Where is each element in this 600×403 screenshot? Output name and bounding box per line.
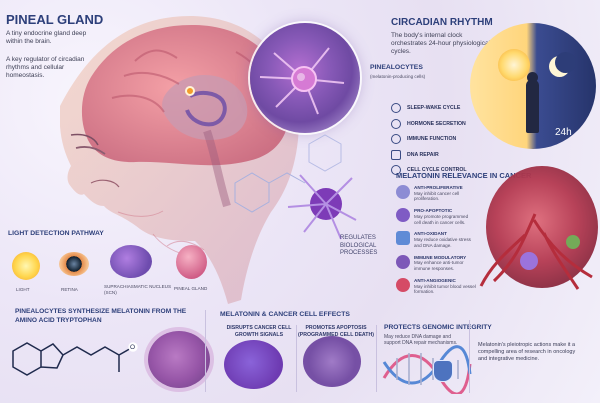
cycle-icon xyxy=(391,165,401,175)
moon-shadow xyxy=(555,52,576,73)
effect-apoptosis-label: PROMOTES APOPTOSIS (PROGRAMMED CELL DEAT… xyxy=(298,325,374,338)
circadian-item-dna: DNA REPAIR xyxy=(391,149,481,160)
hormone-icon xyxy=(391,118,401,129)
scn-step-label: SUPRACHIASMATIC NUCLEUS (SCN) xyxy=(104,284,172,295)
sun-icon xyxy=(498,49,530,81)
human-head-icon xyxy=(527,72,538,83)
green-cell-icon xyxy=(566,235,580,249)
relevance-title: MELATONIN RELEVANCE IN CANCER xyxy=(396,171,532,180)
circadian-clock: 24h xyxy=(470,23,596,149)
section-divider xyxy=(469,320,470,393)
genomic-title: PROTECTS GENOMIC INTEGRITY xyxy=(384,324,492,331)
synthesis-title: PINEALOCYTES SYNTHESIZE MELATONIN FROM T… xyxy=(15,308,187,324)
brain-icon xyxy=(110,245,152,278)
circadian-description: The body's internal clock orchestrates 2… xyxy=(391,32,490,56)
circadian-item-immune: IMMUNE FUNCTION xyxy=(391,134,481,144)
pineal-step-label: PINEAL GLAND xyxy=(174,286,208,291)
page-title: PINEAL GLAND xyxy=(6,12,104,27)
sun-icon xyxy=(12,252,40,280)
svg-text:O: O xyxy=(130,344,135,351)
shield-icon xyxy=(433,360,453,382)
retina-step-label: RETINA xyxy=(61,287,78,292)
eye-icon xyxy=(59,252,89,276)
apoptosis-icon xyxy=(396,208,410,223)
biology-network-illustration xyxy=(234,134,357,240)
intro-text: A tiny endocrine gland deep within the b… xyxy=(6,30,87,46)
effects-title: MELATONIN & CANCER CELL EFFECTS xyxy=(220,311,350,318)
neuron-network-icon xyxy=(259,47,345,115)
immune-icon xyxy=(391,134,401,144)
light-pathway-title: LIGHT DETECTION PATHWAY xyxy=(8,230,104,237)
dna-repair-icon xyxy=(391,149,401,160)
circadian-list: SLEEP-WAKE CYCLE HORMONE SECRETION IMMUN… xyxy=(391,103,481,181)
immune-cell-icon xyxy=(520,252,538,270)
sleep-icon xyxy=(391,103,401,113)
cancer-cell-icon xyxy=(224,340,283,389)
conclusion-text: Melatonin's pleiotropic actions make it … xyxy=(478,342,576,362)
blood-vessels-icon xyxy=(479,213,593,290)
effects-divider xyxy=(296,325,297,392)
effect-disrupt-label: DISRUPTS CANCER CELL GROWTH SIGNALS xyxy=(226,325,292,338)
pinealocytes-subtitle: (melatonin-producing cells) xyxy=(370,74,426,79)
section-divider xyxy=(205,310,206,392)
pinealocytes-title: PINEALOCYTES xyxy=(370,64,423,71)
effects-divider xyxy=(376,325,377,392)
dna-helix-icon xyxy=(382,345,472,394)
genomic-text: May reduce DNA damage and support DNA re… xyxy=(384,334,458,347)
light-step-label: LIGHT xyxy=(16,287,30,292)
pinealocyte-cell-icon xyxy=(148,331,210,388)
circadian-title: CIRCADIAN RHYTHM xyxy=(391,17,493,28)
circadian-item-sleep: SLEEP-WAKE CYCLE xyxy=(391,103,481,113)
apoptosis-cell-icon xyxy=(303,336,361,387)
vessel-icon xyxy=(396,277,410,292)
circadian-item-hormone: HORMONE SECRETION xyxy=(391,118,481,129)
human-silhouette-icon xyxy=(526,80,539,133)
pineal-icon xyxy=(176,245,207,279)
pinealocyte-illustration xyxy=(250,23,360,133)
tryptophan-structure: O xyxy=(12,342,138,376)
shield-icon xyxy=(396,231,410,246)
circadian-item-cycle: CELL CYCLE CONTROL xyxy=(391,165,481,175)
head-profile-illustration xyxy=(60,15,299,304)
immune-cell-icon xyxy=(396,254,410,269)
regulates-text: REGULATES BIOLOGICAL PROCESSES xyxy=(340,235,378,256)
role-text: A key regulator of circadian rhythms and… xyxy=(6,56,85,80)
cells-icon xyxy=(396,185,410,199)
clock-label: 24h xyxy=(555,127,572,138)
